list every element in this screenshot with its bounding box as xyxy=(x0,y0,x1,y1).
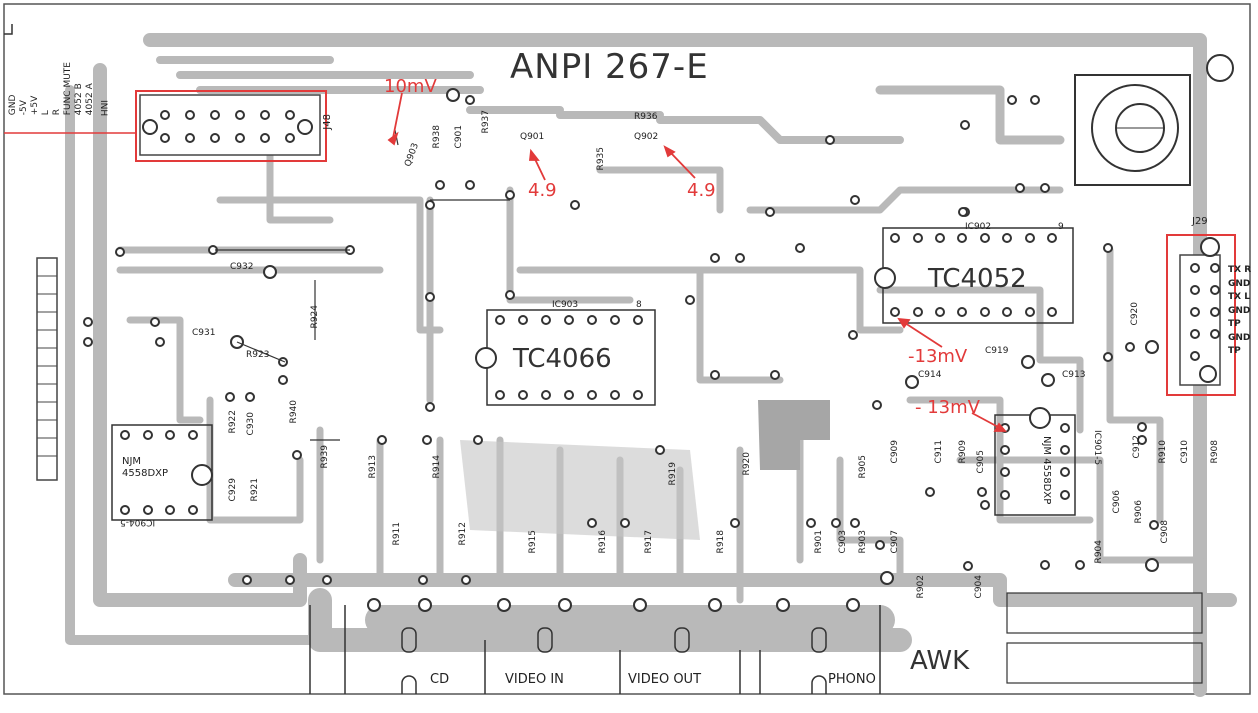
j48-body xyxy=(139,94,321,156)
measurement-ic902: -13mV xyxy=(908,346,968,367)
ref-r905: R905 xyxy=(858,455,868,479)
ic902-pin9: 9 xyxy=(1058,222,1064,232)
ref-c912: C912 xyxy=(1132,435,1142,459)
ref-c931: C931 xyxy=(192,328,216,338)
ref-c904: C904 xyxy=(974,575,984,599)
copper-traces xyxy=(65,33,1237,697)
ref-c911: C911 xyxy=(934,440,944,464)
ic903-pads xyxy=(475,315,643,400)
ic901-ref: IC901-5 xyxy=(1092,430,1102,466)
rca-jacks xyxy=(309,605,881,694)
board-outline xyxy=(3,3,1251,695)
ic903-pin8: 8 xyxy=(636,300,642,310)
ref-c932: C932 xyxy=(230,262,254,272)
j29-highlight xyxy=(1166,234,1236,396)
ref-r904: R904 xyxy=(1094,540,1104,564)
j29-body xyxy=(1179,254,1221,386)
ref-r911: R911 xyxy=(392,522,402,546)
ref-r901: R901 xyxy=(814,530,824,554)
part-outlines xyxy=(215,129,510,441)
measurement-q902: 4.9 xyxy=(687,180,716,201)
ref-r939: R939 xyxy=(320,445,330,469)
measurement-ic901: - 13mV xyxy=(915,397,980,418)
ref-r912: R912 xyxy=(458,522,468,546)
ref-c914: C914 xyxy=(918,370,942,380)
ref-c910: C910 xyxy=(1180,440,1190,464)
j48-ref: J48 xyxy=(322,114,333,130)
ref-c908: C908 xyxy=(1160,520,1170,544)
ref-r916: R916 xyxy=(598,530,608,554)
ref-r937: R937 xyxy=(481,110,491,134)
ref-r938: R938 xyxy=(432,125,442,149)
ref-r921: R921 xyxy=(250,478,260,502)
ref-q901: Q901 xyxy=(520,132,545,142)
ref-r940: R940 xyxy=(289,400,299,424)
ref-r910: R910 xyxy=(1158,440,1168,464)
ref-r902: R902 xyxy=(916,575,926,599)
ref-r903: R903 xyxy=(858,530,868,554)
blank-label-box-2 xyxy=(1006,642,1203,684)
j48-highlight xyxy=(135,90,327,162)
ref-r913: R913 xyxy=(368,455,378,479)
ic903-ref: IC903 xyxy=(552,300,579,310)
ref-c909: C909 xyxy=(890,440,900,464)
ref-r906: R906 xyxy=(1134,500,1144,524)
board-title: ANPI 267-E xyxy=(510,47,709,87)
jack-label-cd: CD xyxy=(430,672,450,687)
maker-label: AWK xyxy=(910,646,970,676)
ic902-pads xyxy=(874,233,1057,317)
ref-r924: R924 xyxy=(310,305,320,329)
ref-r918: R918 xyxy=(716,530,726,554)
ic902-part: TC4052 xyxy=(928,264,1027,294)
edge-connector xyxy=(36,257,58,481)
measurement-10mv: 10mV xyxy=(384,76,437,97)
ref-r922: R922 xyxy=(228,410,238,434)
ref-q902: Q902 xyxy=(634,132,659,142)
measurement-q901: 4.9 xyxy=(528,180,557,201)
ref-c906: C906 xyxy=(1112,490,1122,514)
ref-c905: C905 xyxy=(976,450,986,474)
ref-r920: R920 xyxy=(742,452,752,476)
ic904-part: NJM 4558DXP xyxy=(122,456,169,479)
ref-r919: R919 xyxy=(668,462,678,486)
measurement-arrows xyxy=(387,92,1007,432)
ref-r914: R914 xyxy=(432,455,442,479)
ref-c901: C901 xyxy=(454,125,464,149)
jack-label-video-out: VIDEO OUT xyxy=(628,672,702,687)
ref-c929: C929 xyxy=(228,478,238,502)
j48-inh-label: INH xyxy=(98,100,108,117)
edge-connector-pins xyxy=(37,275,57,457)
ic901-part: NJM 4558DXP xyxy=(1041,436,1052,505)
ref-r917: R917 xyxy=(644,530,654,554)
ref-c903: C903 xyxy=(838,530,848,554)
ref-r915: R915 xyxy=(528,530,538,554)
ref-c907: C907 xyxy=(890,530,900,554)
ref-r923: R923 xyxy=(246,350,270,360)
j48-pads xyxy=(142,110,313,143)
ref-c919: C919 xyxy=(985,346,1009,356)
j29-ref: J29 xyxy=(1192,216,1208,227)
jack-label-phono: PHONO xyxy=(828,672,876,687)
ref-c920: C920 xyxy=(1130,302,1140,326)
ground-pour xyxy=(758,400,830,470)
potentiometer xyxy=(1074,74,1191,186)
blank-label-box-1 xyxy=(1006,592,1203,634)
jack-label-video-in: VIDEO IN xyxy=(505,672,564,687)
ic903-part: TC4066 xyxy=(513,344,612,374)
ic902-ref: IC902 xyxy=(965,222,992,232)
ref-c930: C930 xyxy=(246,412,256,436)
ref-r935: R935 xyxy=(596,147,606,171)
ref-r908: R908 xyxy=(1210,440,1220,464)
ref-r936: R936 xyxy=(634,112,658,122)
ref-r909: R909 xyxy=(958,440,968,464)
via-pads xyxy=(83,88,1159,612)
j29-pads xyxy=(1190,237,1220,383)
ref-c913: C913 xyxy=(1062,370,1086,380)
ic904-ref: IC904-5 xyxy=(120,517,156,527)
mounting-hole xyxy=(1206,54,1234,82)
